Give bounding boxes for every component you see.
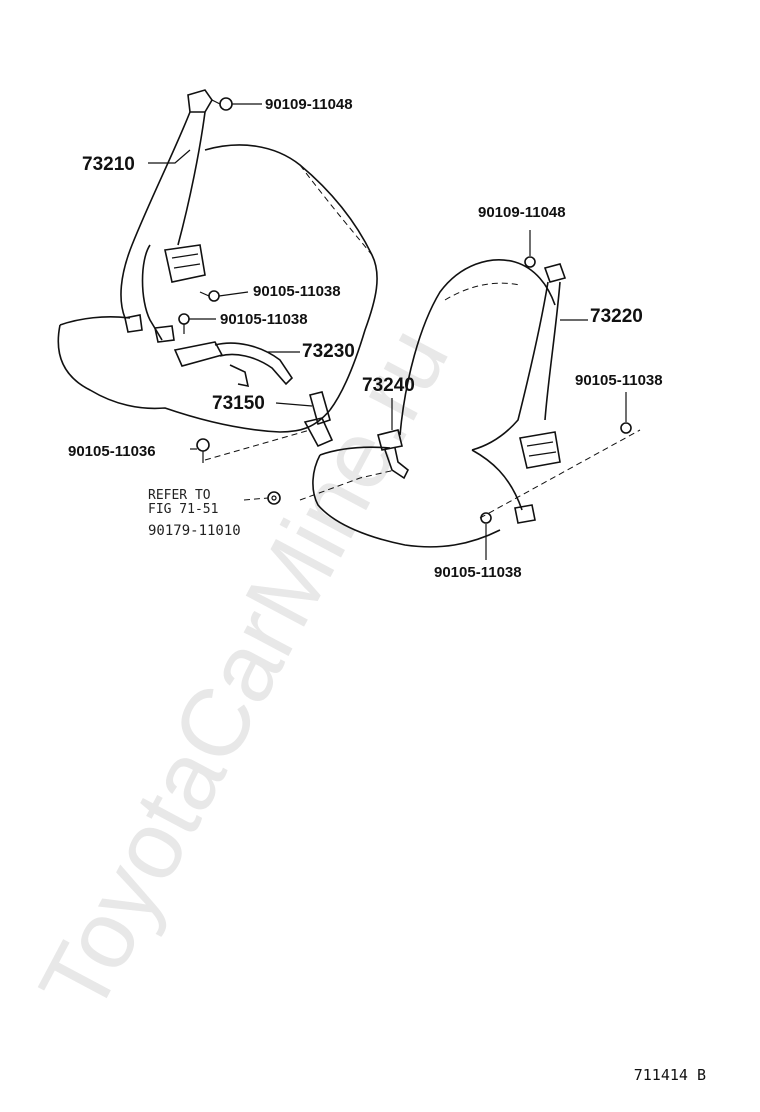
left-buckle bbox=[173, 341, 224, 367]
label-73240: 73240 bbox=[362, 375, 415, 396]
left-bolt-bottom-icon bbox=[196, 438, 210, 463]
right-seat-assembly bbox=[299, 230, 641, 560]
left-buckle-bracket bbox=[229, 364, 250, 388]
label-73230: 73230 bbox=[302, 341, 355, 362]
label-bolt-left-bottom: 90105-11036 bbox=[68, 443, 156, 460]
leader-left-retractor bbox=[218, 291, 249, 297]
label-refer-line1: REFER TO bbox=[148, 488, 211, 503]
left-lap-belt bbox=[141, 244, 163, 341]
label-bolt-right-bottom: 90105-11038 bbox=[434, 564, 522, 581]
left-shoulder-belt-b bbox=[177, 111, 206, 246]
left-bolt-mid-icon bbox=[178, 313, 190, 334]
label-73150: 73150 bbox=[212, 393, 265, 414]
right-seat-back-dash bbox=[444, 282, 521, 301]
right-retractor-detail bbox=[526, 441, 557, 457]
left-inner-buckle bbox=[309, 391, 331, 426]
left-seat-cushion bbox=[57, 324, 331, 433]
right-bolt-top-icon bbox=[524, 230, 536, 268]
leader-73210 bbox=[148, 149, 191, 164]
right-cushion-dash bbox=[299, 469, 396, 501]
right-bolt-side-icon bbox=[620, 392, 632, 434]
right-buckle-stalk bbox=[384, 447, 410, 480]
label-73210: 73210 bbox=[82, 154, 135, 175]
right-seat-cushion bbox=[312, 454, 501, 548]
right-lap-belt bbox=[471, 449, 523, 511]
left-cushion-top bbox=[59, 316, 131, 326]
left-lap-anchor-2 bbox=[154, 325, 175, 343]
left-upper-anchor bbox=[187, 89, 213, 113]
leader-73150 bbox=[275, 402, 313, 407]
leader-nut bbox=[243, 497, 269, 501]
right-shoulder-belt-b bbox=[544, 281, 561, 421]
left-retractor bbox=[164, 244, 206, 283]
label-bolt-left-top: 90109-11048 bbox=[265, 96, 353, 113]
left-inner-buckle-base bbox=[303, 417, 334, 448]
label-bolt-right-side: 90105-11038 bbox=[575, 372, 663, 389]
label-nut-code: 90179-11010 bbox=[148, 523, 241, 539]
label-refer-line2: FIG 71-51 bbox=[148, 502, 218, 517]
right-shoulder-belt bbox=[471, 281, 549, 451]
left-seat-assembly bbox=[57, 89, 378, 505]
left-seat-back-inner bbox=[299, 164, 373, 256]
label-bolt-right-top: 90109-11048 bbox=[478, 204, 566, 221]
right-bolt-bottom-icon bbox=[480, 512, 492, 560]
right-floor-dash bbox=[479, 429, 641, 519]
left-bolt-top-icon bbox=[211, 97, 233, 111]
right-lap-anchor bbox=[514, 504, 536, 524]
left-bolt-retractor-icon bbox=[199, 290, 220, 302]
left-cushion-floor bbox=[204, 429, 311, 461]
left-seat-back bbox=[204, 144, 378, 411]
right-upper-anchor bbox=[543, 263, 567, 283]
left-lap-anchor bbox=[124, 314, 143, 333]
right-seat-back bbox=[399, 259, 556, 436]
left-buckle-strap bbox=[214, 342, 294, 386]
label-bolt-left-mid: 90105-11038 bbox=[220, 311, 308, 328]
figure-id: 711414 B bbox=[633, 1066, 706, 1084]
label-bolt-left-retractor: 90105-11038 bbox=[253, 283, 341, 300]
left-retractor-detail bbox=[171, 253, 201, 269]
label-73220: 73220 bbox=[590, 306, 643, 327]
right-buckle bbox=[377, 429, 403, 451]
right-retractor bbox=[519, 431, 561, 469]
right-cushion-top bbox=[319, 446, 391, 456]
left-shoulder-belt bbox=[120, 111, 191, 319]
